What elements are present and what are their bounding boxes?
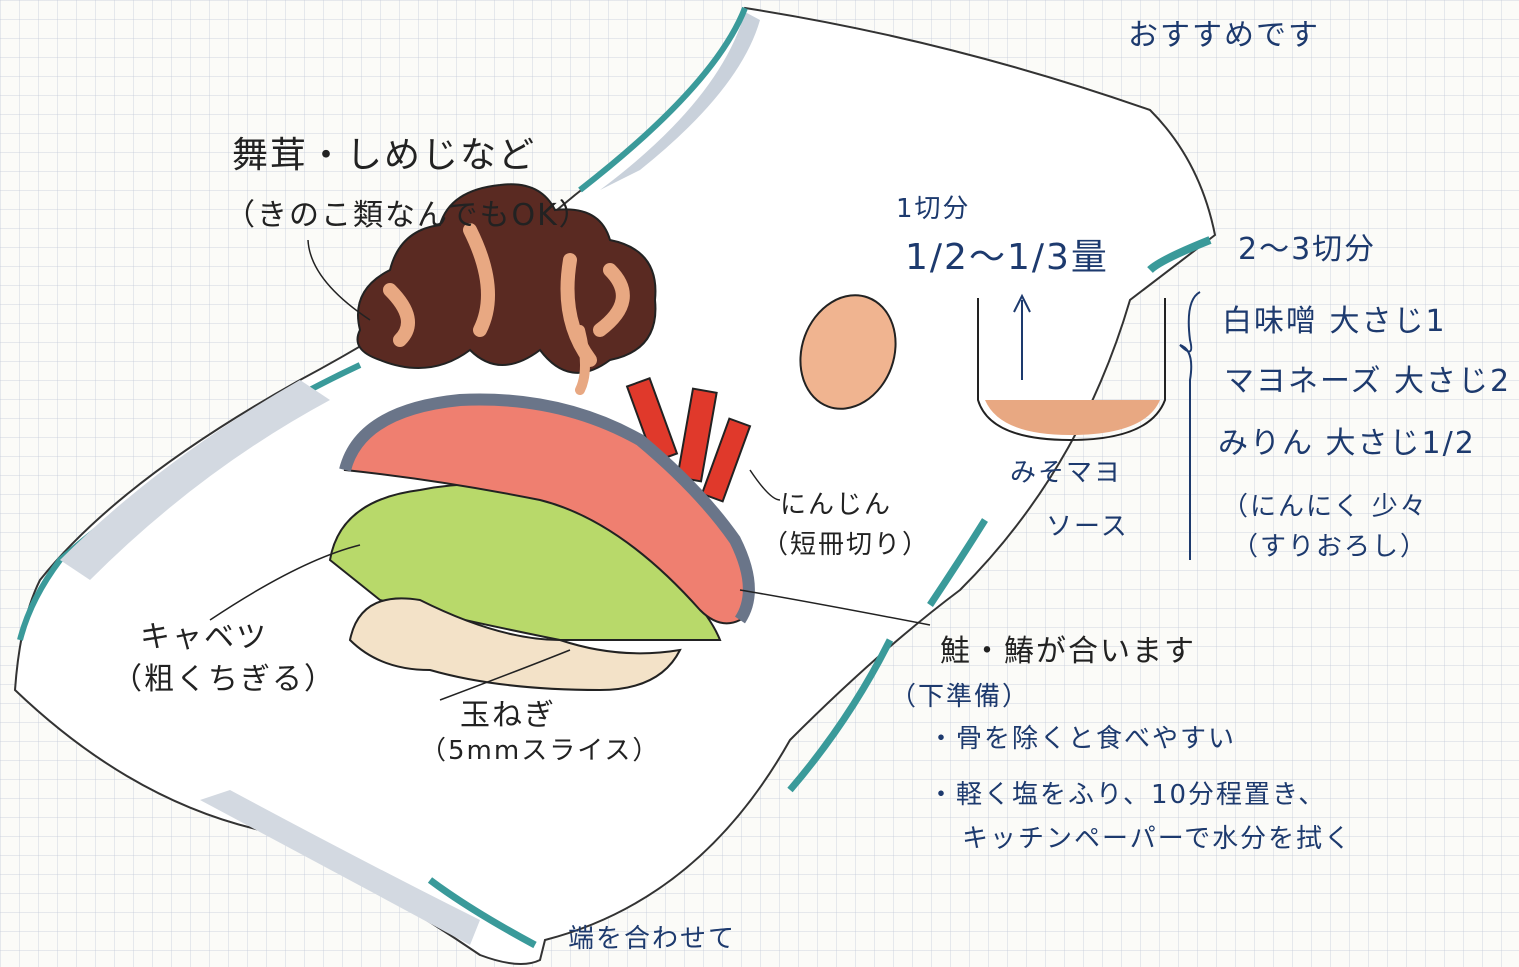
prep-item: キッチンペーパーで水分を拭く <box>962 824 1353 854</box>
sauce-ingredient: 白味噌 大さじ1 <box>1222 304 1447 339</box>
foil-teal-right <box>1147 236 1212 274</box>
cabbage-label-line2: （粗くちぎる） <box>112 662 336 697</box>
egg-drawing <box>799 294 897 410</box>
sauce-bowl-drawing <box>977 293 1166 442</box>
cabbage-label-line1: キャベツ <box>140 620 268 655</box>
sauce-garlic-line1: （にんにく 少々 <box>1222 492 1428 522</box>
foil-shadow-left <box>60 380 330 580</box>
foil-teal-top <box>578 6 748 193</box>
onion-label-line2: （5mmスライス） <box>420 736 661 766</box>
carrot-label-line1: にんじん <box>780 490 893 520</box>
sauce-ingredient: マヨネーズ 大さじ2 <box>1224 364 1512 399</box>
salmon-drawing <box>328 393 755 692</box>
portion-amount: 1/2～1/3量 <box>905 237 1109 278</box>
leader-lines <box>209 239 931 701</box>
carrot-label-line2: （短冊切り） <box>762 530 931 560</box>
mushroom-drawing <box>356 183 657 395</box>
sauce-name-line2: ソース <box>1046 512 1129 542</box>
onion-label-line1: 玉ねぎ <box>460 698 556 733</box>
prep-item: ・軽く塩をふり、10分程置き、 <box>928 780 1327 810</box>
mushroom-label-line1: 舞茸・しめじなど <box>232 135 537 176</box>
foil-teal-bottom <box>427 518 988 949</box>
sauce-ingredient: みりん 大さじ1/2 <box>1218 426 1476 461</box>
fold-label: 端を合わせて <box>568 924 737 954</box>
sauce-garlic-line2: （すりおろし） <box>1232 532 1429 562</box>
portion-two-three: 2～3切分 <box>1238 232 1377 267</box>
sauce-bracket <box>1179 291 1201 560</box>
prep-item: ・骨を除くと食べやすい <box>928 724 1237 754</box>
mushroom-label-line2: （きのこ類なんでもOK） <box>225 198 591 233</box>
fish-label: 鮭・鰆が合います <box>940 634 1196 669</box>
foil-shadow-top <box>600 12 760 190</box>
foil-shadow-bottom <box>200 790 480 945</box>
sauce-name-line1: みそマヨ <box>1010 458 1123 488</box>
recommend-label: おすすめです <box>1128 18 1320 53</box>
portion-one-slice: 1切分 <box>896 194 971 224</box>
prep-title: （下準備） <box>890 682 1031 712</box>
